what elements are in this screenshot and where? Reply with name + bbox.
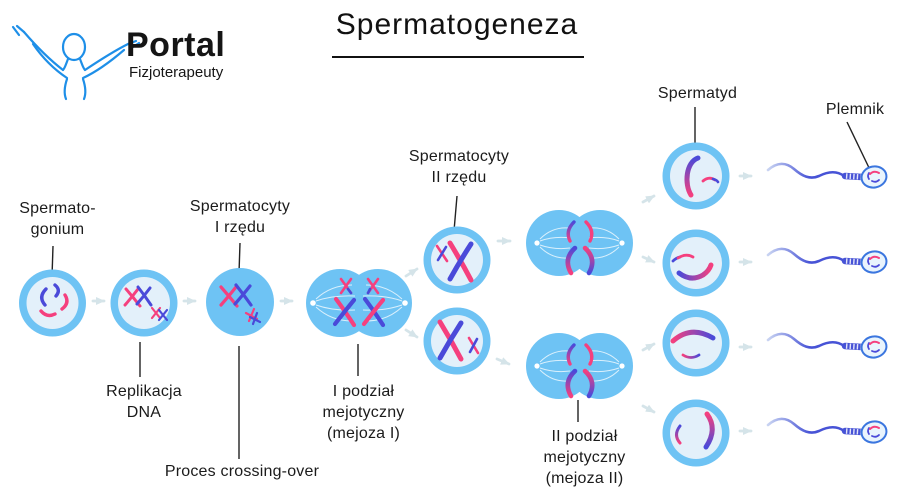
secondary-spermatocyte-bottom xyxy=(423,307,491,375)
person-raised-arms-icon xyxy=(11,24,141,101)
meiosis1-cell xyxy=(306,269,412,337)
label-primary-spermatocytes: Spermatocyty I rzędu xyxy=(189,198,291,237)
sperm-4 xyxy=(768,419,888,445)
label-secondary-spermatocytes: Spermatocyty II rzędu xyxy=(408,148,510,187)
sperm-2 xyxy=(768,249,888,275)
label-sperm: Plemnik xyxy=(825,101,885,118)
flow-arrows xyxy=(91,172,753,435)
logo-subtitle: Fizjoterapeuty xyxy=(129,64,224,81)
primary-spermatocyte-cell xyxy=(206,268,274,336)
page-title: Spermatogeneza xyxy=(335,8,579,41)
label-dna-replication: Replikacja DNA xyxy=(106,383,182,422)
meiosis2-cell-top xyxy=(526,210,633,276)
label-connectors xyxy=(51,107,873,459)
sperm-3 xyxy=(768,334,888,360)
spermatid-3 xyxy=(662,309,730,377)
meiosis2-cell-bottom xyxy=(526,333,633,399)
sperm-1 xyxy=(768,164,888,190)
dna-replication-cell xyxy=(110,269,178,337)
spermatogonium-cell xyxy=(19,269,86,337)
spermatid-2 xyxy=(662,229,730,297)
label-spermatid: Spermatyd xyxy=(657,85,738,102)
spermatid-4 xyxy=(662,399,730,467)
label-spermatogonium: Spermato- gonium xyxy=(19,200,96,239)
label-meiosis-2: II podział mejotyczny (mejoza II) xyxy=(543,428,626,488)
logo-brand: Portal xyxy=(126,26,226,64)
secondary-spermatocyte-top xyxy=(423,226,491,294)
title-underline xyxy=(332,56,584,58)
spermatid-1 xyxy=(662,142,730,210)
label-meiosis-1: I podział mejotyczny (mejoza I) xyxy=(322,383,405,443)
label-crossing-over: Proces crossing-over xyxy=(164,463,320,480)
